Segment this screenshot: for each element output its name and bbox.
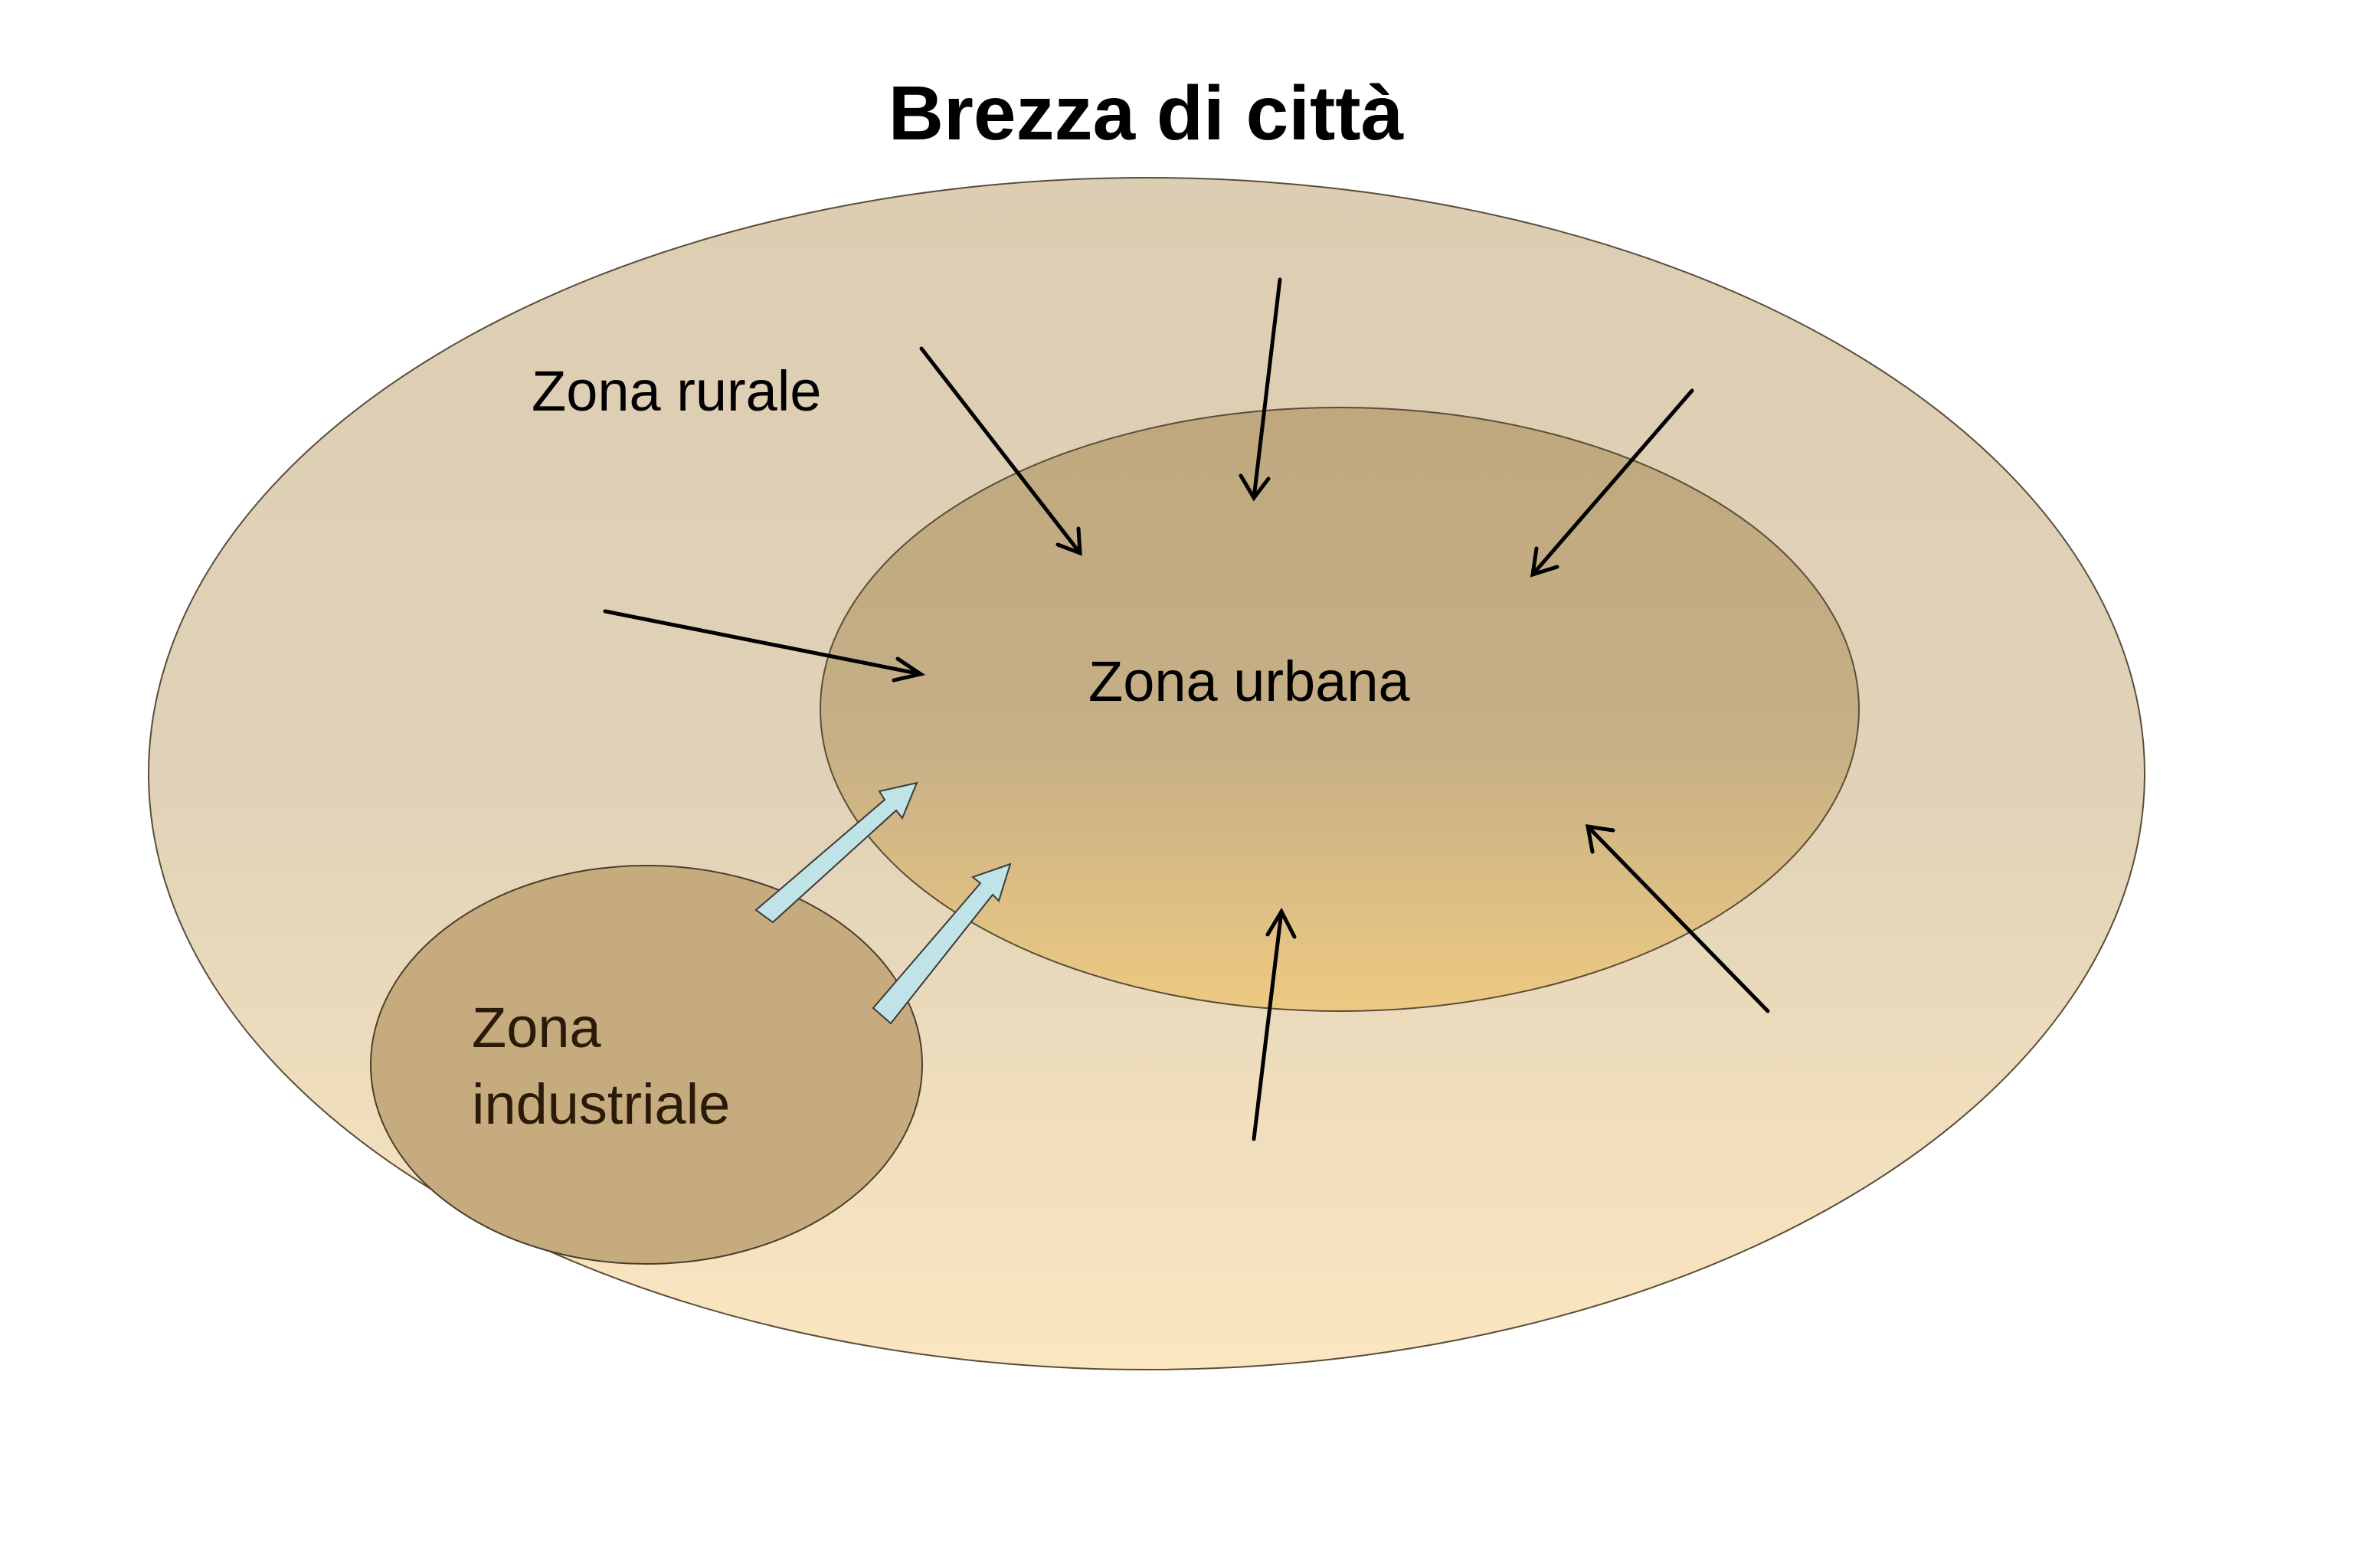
breeze-arrow-left-head	[892, 656, 926, 683]
diagram-title: Brezza di città	[889, 70, 1404, 156]
rural-zone-label: Zona rurale	[532, 359, 821, 423]
breeze-arrow-bottom-right	[1586, 824, 1770, 1013]
breeze-arrow-bottom	[1252, 909, 1284, 1141]
breeze-arrow-top-left	[919, 346, 1082, 555]
industrial-zone-label-line1: Zona	[472, 996, 602, 1059]
breeze-arrow-top-left-head	[1055, 526, 1082, 556]
breeze-arrow-top-head	[1239, 473, 1271, 502]
breeze-arrow-bottom-head	[1265, 907, 1297, 939]
breeze-arrow-top-right	[1530, 388, 1694, 577]
urban-zone	[820, 407, 1860, 1012]
breeze-arrow-bottom-right-head	[1585, 824, 1615, 854]
industrial-zone	[370, 865, 923, 1265]
urban-zone-label: Zona urbana	[1088, 650, 1410, 713]
breeze-arrow-top-right-head	[1530, 546, 1559, 578]
breeze-arrow-left	[603, 609, 923, 676]
breeze-arrow-top	[1252, 277, 1282, 500]
industrial-arrow-upper	[754, 781, 918, 924]
breeze-arrows	[603, 277, 1770, 1141]
industrial-heat-arrows	[754, 781, 1012, 1025]
industrial-arrow-lower	[872, 863, 1012, 1025]
industrial-zone-label-line2: industriale	[472, 1072, 730, 1136]
